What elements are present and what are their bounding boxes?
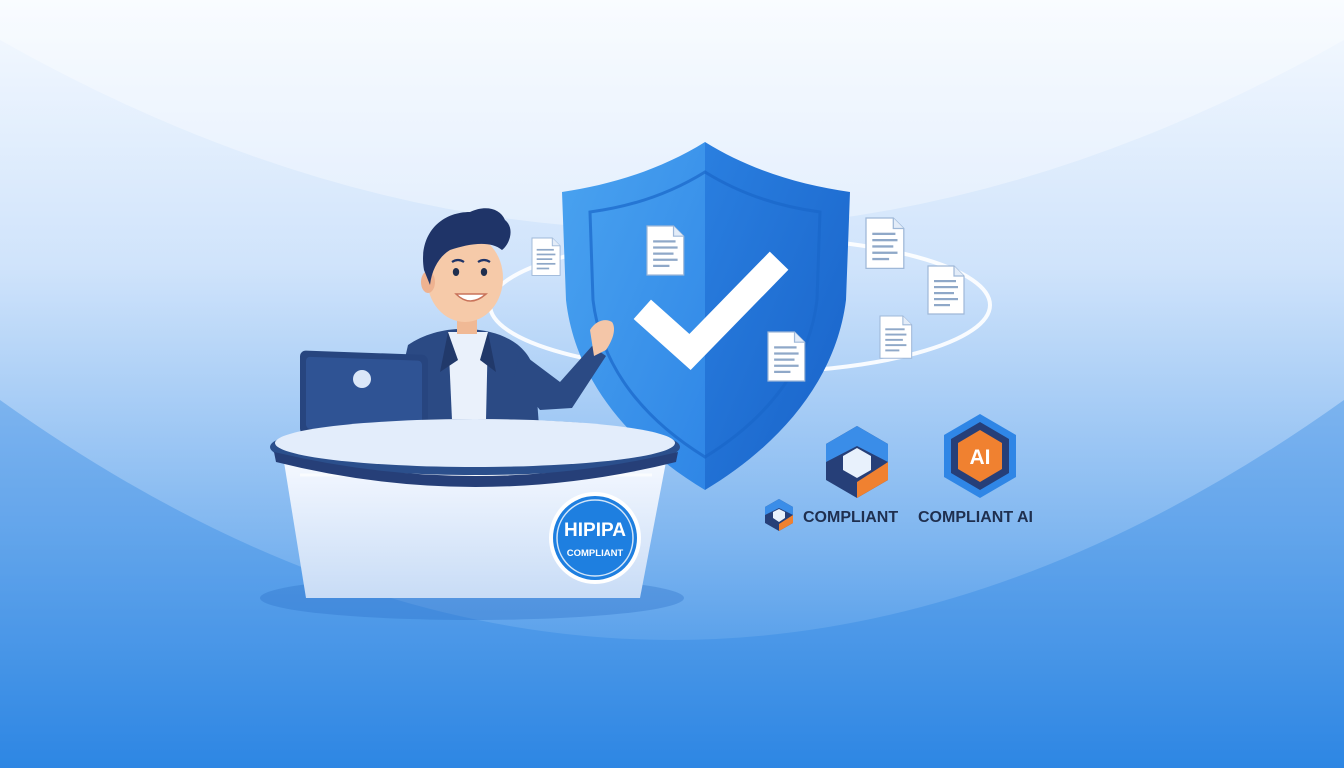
document-icon	[879, 315, 913, 359]
document-icon	[865, 217, 905, 270]
background-arc	[0, 0, 1344, 230]
document-icon	[927, 265, 965, 315]
document-icon	[767, 331, 806, 382]
badge-title: HIPIPA	[564, 520, 626, 541]
badge-subtitle: COMPLIANT	[567, 548, 624, 559]
document-icon	[646, 225, 685, 276]
hexagon-logo-small-icon	[765, 499, 793, 531]
compliant-label: COMPLIANT	[803, 509, 898, 526]
background-floor-arc	[0, 400, 1344, 768]
shield-check-icon	[562, 142, 850, 490]
hexagon-logo-icon	[826, 426, 888, 498]
hipaa-badge: HIPIPA COMPLIANT	[549, 492, 641, 584]
ai-mark: AI	[970, 446, 991, 469]
person-illustration	[400, 208, 614, 440]
document-icon	[531, 237, 561, 276]
hexagon-ai-logo-icon: AI	[944, 414, 1016, 498]
compliant-ai-label: COMPLIANT AI	[918, 509, 1033, 526]
